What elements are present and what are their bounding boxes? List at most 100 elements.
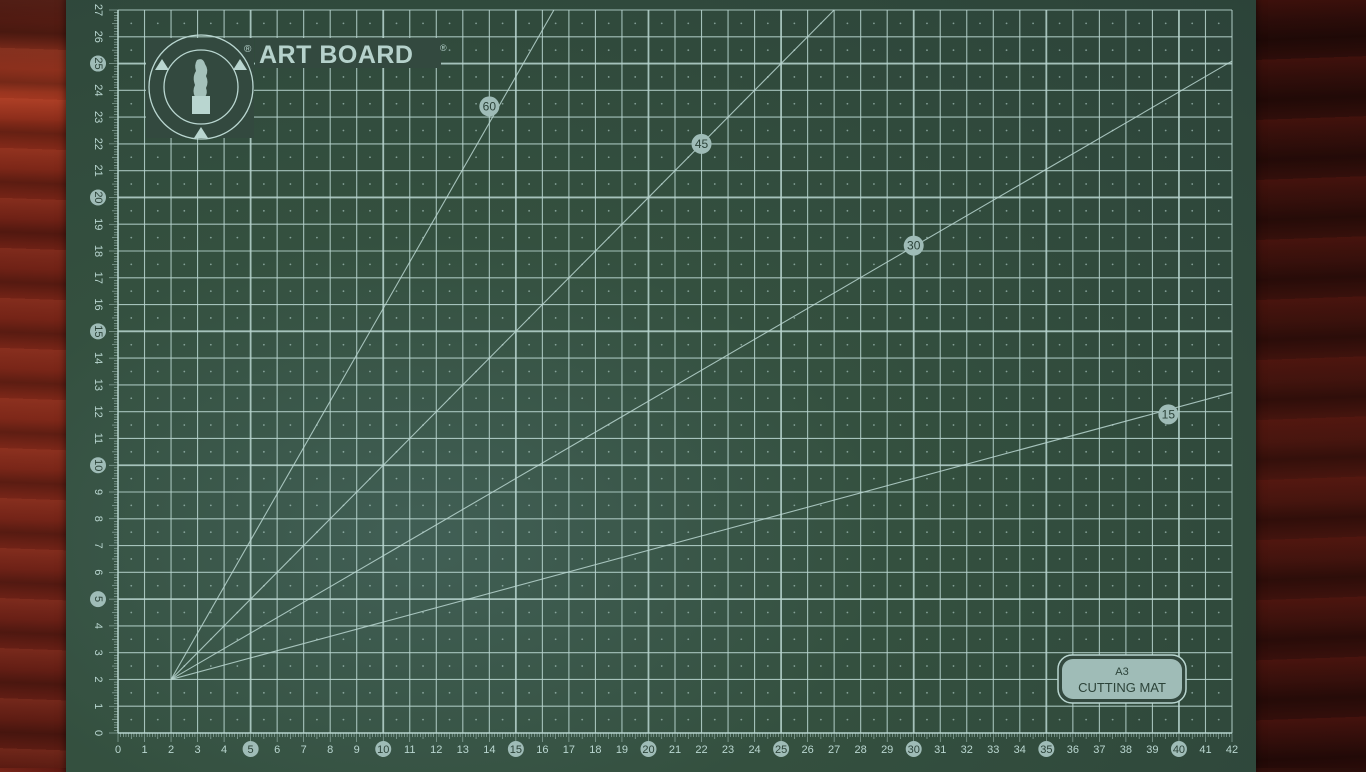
- triangle-marker-icon: [233, 59, 247, 70]
- angle-label: 15: [1162, 407, 1176, 421]
- ruler-label-x: 1: [141, 744, 147, 756]
- ruler-label-y: 17: [92, 272, 104, 284]
- angle-badge-15: [1158, 404, 1179, 425]
- ruler-label-x: 28: [855, 744, 867, 756]
- ruler-label-x: 18: [589, 744, 601, 756]
- ruler-label-y: 0: [92, 730, 104, 736]
- ruler-label-y: 25: [92, 57, 104, 69]
- ruler-label-x: 34: [1014, 744, 1026, 756]
- statue-emblem-icon: [192, 59, 210, 114]
- ruler-label-x: 10: [377, 744, 389, 756]
- ruler-highlight-badge: [90, 591, 106, 608]
- ruler-highlight-badge: [90, 189, 106, 206]
- ruler-label-y: 8: [92, 516, 104, 522]
- ruler-label-x: 41: [1199, 744, 1211, 756]
- ruler-label-x: 3: [195, 744, 201, 756]
- ruler-highlight-badge: [1038, 741, 1055, 757]
- ruler-label-x: 36: [1067, 744, 1079, 756]
- ruler-label-x: 14: [483, 744, 495, 756]
- ruler-label-x: 16: [536, 744, 548, 756]
- svg-text:®: ®: [244, 44, 252, 55]
- ruler-label-x: 30: [908, 744, 920, 756]
- ruler-label-y: 1: [92, 703, 104, 709]
- ruler-label-y: 15: [92, 325, 104, 337]
- brand-name: ART BOARD: [259, 41, 414, 69]
- ruler-label-x: 8: [327, 744, 333, 756]
- ruler-label-x: 29: [881, 744, 893, 756]
- ruler-label-y: 6: [92, 569, 104, 575]
- ruler-label-y: 22: [92, 138, 104, 150]
- angle-label: 60: [483, 99, 497, 113]
- angle-badge-30: [903, 235, 924, 256]
- ruler-label-y: 5: [92, 596, 104, 602]
- ruler-label-x: 37: [1093, 744, 1105, 756]
- ruler-label-x: 35: [1040, 744, 1052, 756]
- product-label-badge: A3 CUTTING MAT: [1057, 654, 1187, 704]
- wood-surface-left: [0, 0, 66, 768]
- ruler-label-x: 39: [1146, 744, 1158, 756]
- angle-guide-lines: 60 45 30 15: [170, 9, 1233, 680]
- ruler-label-x: 4: [221, 744, 227, 756]
- ruler-label-x: 22: [695, 744, 707, 756]
- ruler-label-y: 12: [92, 406, 104, 418]
- ruler-highlight-badge: [90, 457, 106, 474]
- ruler-label-x: 13: [457, 744, 469, 756]
- ruler-label-y: 20: [92, 191, 104, 203]
- angle-line-30: [170, 60, 1233, 680]
- wood-surface-right: [1254, 0, 1366, 768]
- ruler-label-y: 26: [92, 31, 104, 43]
- angle-badge-45: [691, 133, 712, 154]
- ruler-label-y: 16: [92, 298, 104, 310]
- ruler-label-y: 24: [92, 84, 104, 96]
- ruler-highlight-badge: [507, 741, 524, 757]
- ruler-label-y: 9: [92, 489, 104, 495]
- ruler-label-y: 7: [92, 542, 104, 548]
- angle-line-45: [170, 9, 835, 680]
- ruler-label-x: 17: [563, 744, 575, 756]
- ruler-label-x: 15: [510, 744, 522, 756]
- ruler-label-x: 40: [1173, 744, 1185, 756]
- ruler-label-y: 11: [92, 433, 104, 444]
- registered-mark: ®: [440, 43, 447, 53]
- ruler-highlight-badge: [905, 741, 922, 757]
- cutting-mat: [66, 0, 1256, 772]
- angle-label: 45: [695, 137, 709, 151]
- ruler-label-x: 19: [616, 744, 628, 756]
- ruler-highlight-badge: [242, 741, 259, 757]
- product-size: A3: [1115, 666, 1128, 678]
- angle-line-15: [170, 391, 1233, 680]
- ruler-label-y: 3: [92, 650, 104, 656]
- ruler-label-x: 23: [722, 744, 734, 756]
- ruler-label-y: 4: [92, 623, 104, 629]
- product-name: CUTTING MAT: [1078, 680, 1166, 695]
- ruler-label-x: 38: [1120, 744, 1132, 756]
- ruler-label-x: 21: [669, 744, 681, 756]
- ruler-label-y: 19: [92, 218, 104, 230]
- ruler-label-x: 2: [168, 744, 174, 756]
- ruler-label-x: 25: [775, 744, 787, 756]
- ruler-highlight-badge: [773, 741, 790, 757]
- ruler-label-x: 24: [748, 744, 760, 756]
- ruler-label-x: 31: [934, 744, 946, 756]
- triangle-marker-icon: [194, 127, 208, 138]
- ruler-label-y: 21: [92, 165, 104, 177]
- ruler-label-x: 12: [430, 744, 442, 756]
- ruler-highlight-badge: [640, 741, 657, 757]
- ruler-label-x: 20: [642, 744, 654, 756]
- ruler-label-y: 18: [92, 245, 104, 257]
- ruler-label-y: 14: [92, 352, 104, 364]
- ruler-label-y: 10: [92, 459, 104, 471]
- ruler-highlight-badge: [90, 323, 106, 340]
- brand-emblem: ®: [146, 34, 254, 140]
- angle-label: 30: [907, 239, 921, 253]
- ruler-label-x: 26: [801, 744, 813, 756]
- angle-line-60: [170, 9, 555, 680]
- angle-badge-60: [479, 96, 500, 117]
- ruler-highlight-badge: [90, 55, 106, 72]
- ruler-label-x: 7: [301, 744, 307, 756]
- ruler-label-x: 0: [115, 744, 121, 756]
- ruler-highlight-badge: [1170, 741, 1187, 757]
- ruler-label-x: 27: [828, 744, 840, 756]
